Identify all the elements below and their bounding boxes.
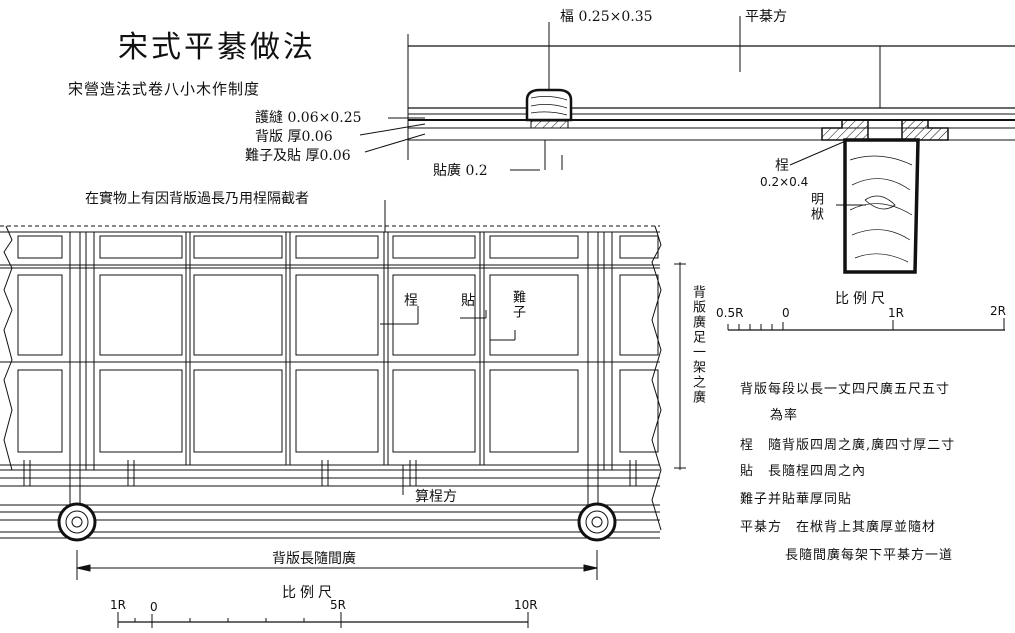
small-scale-tick-3: 2R xyxy=(990,304,1006,318)
note-line: 長隨間廣每架下平棊方一道 xyxy=(785,548,954,563)
large-scale-tick-0: 1R xyxy=(110,598,126,612)
page-title: 宋式平綦做法 xyxy=(118,30,316,65)
small-scale-tick-1: 0 xyxy=(782,306,790,320)
note-line: 難子并貼華厚同貼 xyxy=(740,492,853,507)
plan-label-tie: 貼 xyxy=(461,293,475,309)
large-scale-tick-1: 0 xyxy=(150,600,158,614)
label-fu: 楅 0.25×0.35 xyxy=(560,9,653,25)
small-scale-bar xyxy=(727,318,1005,331)
label-beiban: 背版 厚0.06 xyxy=(255,129,333,145)
label-mingfu: 明栿 xyxy=(808,192,823,222)
large-scale-bar xyxy=(117,612,529,628)
label-cheng-size: 0.2×0.4 xyxy=(760,175,809,189)
note-line: 桯 隨背版四周之廣,廣四寸厚二寸 xyxy=(740,438,956,453)
note-line: 貼 長隨桯四周之內 xyxy=(740,464,867,479)
note-line: 平棊方 在栿背上其廣厚並隨材 xyxy=(740,520,937,535)
small-scale-tick-2: 1R xyxy=(888,306,904,320)
small-scale-tick-0: 0.5R xyxy=(716,306,744,320)
note-line: 為率 xyxy=(770,408,799,423)
large-scale-tick-3: 10R xyxy=(514,598,538,612)
plan-label-nanzi: 難子 xyxy=(510,290,525,320)
plan-label-suancheng: 算桯方 xyxy=(415,489,457,505)
large-scale-caption: 比例尺 xyxy=(282,585,336,601)
label-tieguang: 貼廣 0.2 xyxy=(433,163,488,179)
plan-label-length: 背版長隨間廣 xyxy=(272,551,356,567)
plan-label-width: 背版廣足一架之廣 xyxy=(690,285,705,405)
section-drawing xyxy=(359,16,1015,274)
label-hufeng: 護縫 0.06×0.25 xyxy=(255,110,362,126)
plan-label-cheng: 桯 xyxy=(404,293,418,309)
page-subtitle: 宋營造法式卷八小木作制度 xyxy=(68,80,261,98)
note-line: 背版每段以長一丈四尺廣五尺五寸 xyxy=(740,382,951,397)
label-cheng-section: 桯 xyxy=(775,158,789,174)
small-scale-caption: 比例尺 xyxy=(835,291,889,307)
label-nanzi-tie: 難子及貼 厚0.06 xyxy=(245,148,351,164)
plan-drawing xyxy=(0,200,686,580)
label-pingqifang: 平棊方 xyxy=(745,9,787,25)
plan-top-note: 在實物上有因背版過長乃用桯隔截者 xyxy=(85,191,309,207)
large-scale-tick-2: 5R xyxy=(330,598,346,612)
